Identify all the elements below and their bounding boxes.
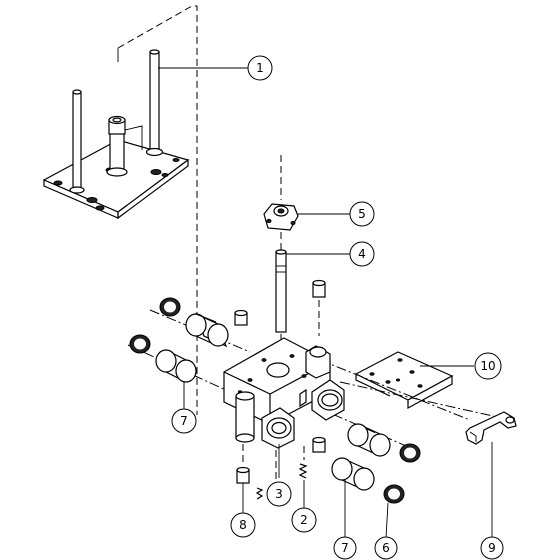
main-housing-block — [127, 309, 471, 453]
callout-label: 4 — [358, 247, 366, 261]
callout-9: 9 — [480, 536, 504, 560]
small-fasteners-group — [236, 444, 308, 514]
right-bushing-group — [312, 423, 421, 539]
callout-label: 6 — [382, 541, 390, 555]
base-plate-assembly — [42, 5, 249, 415]
callout-label: 3 — [275, 487, 283, 501]
mounting-plate-part — [354, 351, 474, 410]
callout-8: 8 — [230, 512, 256, 538]
callout-7-upper: 7 — [171, 408, 197, 434]
callout-5: 5 — [349, 201, 375, 227]
callout-label: 10 — [480, 359, 495, 373]
callout-label: 1 — [256, 61, 264, 75]
shaft-part — [275, 232, 351, 352]
callout-2: 2 — [291, 507, 317, 533]
callout-label: 7 — [341, 541, 349, 555]
callout-3: 3 — [266, 481, 292, 507]
left-bushing-group — [129, 279, 326, 410]
callout-label: 8 — [239, 518, 247, 532]
callout-label: 2 — [300, 513, 308, 527]
callout-1: 1 — [247, 55, 273, 81]
callout-label: 5 — [358, 207, 366, 221]
callout-label: 7 — [180, 414, 188, 428]
callout-7-lower: 7 — [333, 536, 357, 560]
handle-bracket-part — [339, 381, 517, 538]
callout-4: 4 — [349, 241, 375, 267]
upper-bracket-part — [263, 155, 351, 231]
callout-10: 10 — [474, 352, 502, 380]
callout-label: 9 — [488, 541, 496, 555]
callout-6: 6 — [374, 536, 398, 560]
